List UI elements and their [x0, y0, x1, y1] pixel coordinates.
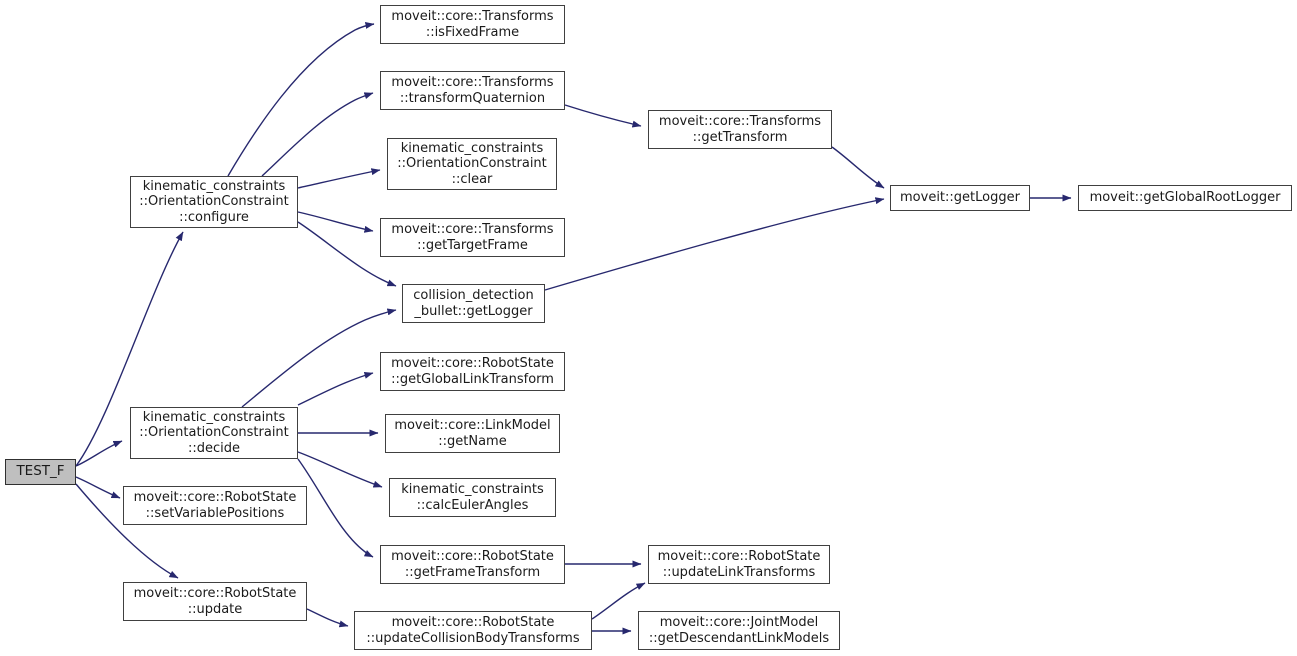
graph-edge-test_f-to-orientation_decide [75, 440, 123, 467]
graph-node-test_f[interactable]: TEST_F [5, 459, 76, 485]
graph-node-transform_quaternion[interactable]: moveit::core::Transforms ::transformQuat… [380, 71, 565, 110]
graph-node-update_link_transforms[interactable]: moveit::core::RobotState ::updateLinkTra… [648, 545, 830, 584]
graph-node-get_transform[interactable]: moveit::core::Transforms ::getTransform [648, 110, 832, 149]
graph-node-orientation_decide[interactable]: kinematic_constraints ::OrientationConst… [130, 407, 298, 459]
graph-edge-orientation_configure-to-transform_quaternion [261, 92, 374, 177]
graph-node-orientation_configure[interactable]: kinematic_constraints ::OrientationConst… [130, 176, 298, 228]
graph-edge-bullet_get_logger-to-moveit_get_logger [544, 197, 885, 291]
graph-node-is_fixed_frame[interactable]: moveit::core::Transforms ::isFixedFrame [380, 5, 565, 44]
graph-node-bullet_get_logger[interactable]: collision_detection _bullet::getLogger [402, 284, 545, 323]
graph-edge-orientation_configure-to-orientation_clear [297, 168, 381, 189]
graph-edge-orientation_configure-to-is_fixed_frame [227, 21, 375, 177]
graph-edge-orientation_decide-to-get_frame_transform [297, 458, 374, 558]
graph-edge-test_f-to-set_variable_positions [75, 476, 121, 499]
graph-edge-orientation_decide-to-calc_euler_angles [297, 451, 383, 488]
graph-node-set_variable_positions[interactable]: moveit::core::RobotState ::setVariablePo… [123, 486, 307, 525]
graph-node-calc_euler_angles[interactable]: kinematic_constraints ::calcEulerAngles [389, 478, 556, 517]
graph-node-get_global_link_transform[interactable]: moveit::core::RobotState ::getGlobalLink… [380, 352, 565, 391]
graph-node-orientation_clear[interactable]: kinematic_constraints ::OrientationConst… [387, 138, 557, 190]
graph-edge-transform_quaternion-to-get_transform [564, 104, 642, 128]
graph-node-get_target_frame[interactable]: moveit::core::Transforms ::getTargetFram… [380, 218, 565, 257]
graph-edge-orientation_decide-to-get_global_link_transform [297, 371, 374, 406]
graph-edge-robotstate_update-to-update_collision_body_transforms [306, 608, 349, 628]
graph-node-update_collision_body_transforms[interactable]: moveit::core::RobotState ::updateCollisi… [354, 611, 592, 650]
graph-node-get_frame_transform[interactable]: moveit::core::RobotState ::getFrameTrans… [380, 545, 565, 584]
graph-edge-get_transform-to-moveit_get_logger [831, 146, 885, 189]
graph-node-moveit_get_logger[interactable]: moveit::getLogger [890, 185, 1030, 211]
graph-node-link_model_get_name[interactable]: moveit::core::LinkModel ::getName [385, 414, 560, 453]
graph-node-robotstate_update[interactable]: moveit::core::RobotState ::update [123, 582, 307, 621]
graph-node-get_descendant_link_models[interactable]: moveit::core::JointModel ::getDescendant… [638, 611, 840, 650]
graph-edge-orientation_configure-to-get_target_frame [297, 211, 374, 233]
graph-edge-orientation_decide-to-bullet_get_logger [241, 308, 397, 408]
graph-node-moveit_get_global_root_logger[interactable]: moveit::getGlobalRootLogger [1078, 185, 1292, 211]
